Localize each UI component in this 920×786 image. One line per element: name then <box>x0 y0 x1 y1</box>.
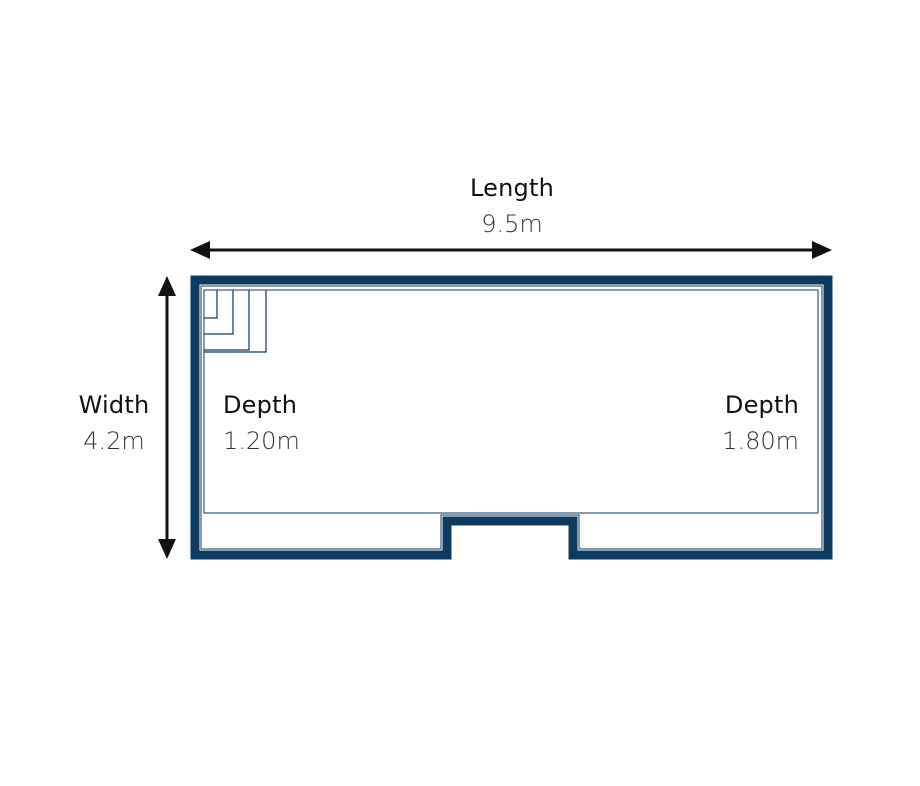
width-value: 4.2m <box>83 427 145 455</box>
width-arrow <box>158 276 176 559</box>
length-arrow <box>190 241 832 259</box>
pool-step-2 <box>204 290 234 335</box>
pool-water-area <box>203 289 819 514</box>
shallow-depth-value: 1.20m <box>223 427 300 455</box>
deep-depth-value: 1.80m <box>722 427 799 455</box>
width-label: Width <box>78 391 150 419</box>
pool-step-1 <box>204 290 218 319</box>
deep-depth-label: Depth <box>724 391 799 419</box>
pool-steps <box>204 290 267 353</box>
pool-step-3 <box>204 290 250 351</box>
pool-step-4 <box>204 290 267 353</box>
length-value: 9.5m <box>481 210 543 238</box>
pool-outer-wall <box>190 275 833 560</box>
pool-outer-wall-liner <box>200 285 823 550</box>
shallow-depth-label: Depth <box>223 391 298 419</box>
length-label: Length <box>470 174 554 202</box>
